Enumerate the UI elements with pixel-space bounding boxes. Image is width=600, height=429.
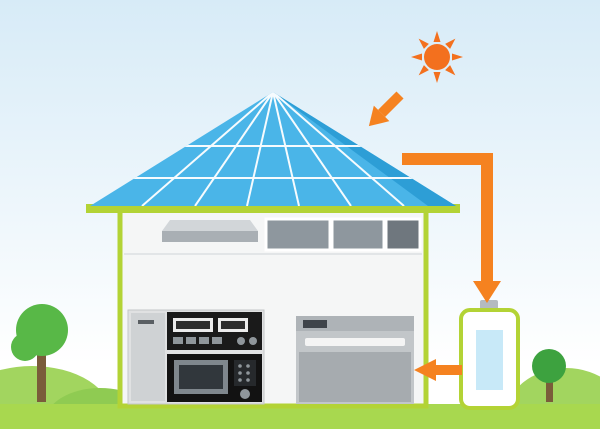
solar-panel-grid bbox=[95, 92, 451, 206]
battery-to-appliances-arrow-icon bbox=[414, 359, 462, 381]
sunlight-to-roof-arrow-icon bbox=[368, 91, 404, 127]
right-tree-trunk bbox=[546, 376, 553, 402]
console-display-left-screen bbox=[176, 321, 210, 329]
left-tree-foliage bbox=[11, 304, 68, 361]
range-hood-top bbox=[162, 220, 258, 231]
kitchen-side-door bbox=[131, 313, 165, 401]
roof-to-battery-arrow-icon bbox=[402, 153, 501, 303]
roof-fascia bbox=[86, 204, 460, 213]
range-hood-body bbox=[162, 231, 258, 242]
right-tree bbox=[532, 349, 566, 402]
window-pane bbox=[384, 217, 422, 252]
left-tree bbox=[11, 304, 68, 402]
right-tree-foliage bbox=[532, 349, 566, 383]
range-hood bbox=[162, 220, 258, 242]
oven-knob bbox=[240, 389, 250, 399]
oven-window-glass bbox=[179, 365, 223, 389]
battery-window bbox=[476, 330, 503, 390]
sun-core bbox=[424, 44, 450, 70]
dishwasher-handle-slot bbox=[305, 338, 405, 346]
storage-battery bbox=[459, 300, 520, 410]
console-buttons bbox=[173, 337, 257, 345]
kitchen-door-handle bbox=[138, 320, 154, 324]
sun-rays bbox=[411, 31, 463, 83]
kitchen-console-with-oven bbox=[127, 309, 265, 405]
window-pane bbox=[264, 217, 332, 252]
oven-keypad bbox=[234, 360, 256, 386]
oven-keypad-dots bbox=[238, 364, 250, 382]
second-floor-windows bbox=[264, 217, 422, 252]
dishwasher-control-panel bbox=[303, 320, 327, 328]
window-pane bbox=[330, 217, 386, 252]
solar-panel-roof bbox=[86, 92, 460, 213]
dishwasher bbox=[296, 316, 414, 404]
dishwasher-lower-door bbox=[299, 352, 411, 402]
house bbox=[117, 207, 429, 409]
sun-icon bbox=[411, 31, 463, 83]
left-tree-trunk bbox=[37, 352, 46, 402]
console-display-right-screen bbox=[221, 321, 245, 329]
